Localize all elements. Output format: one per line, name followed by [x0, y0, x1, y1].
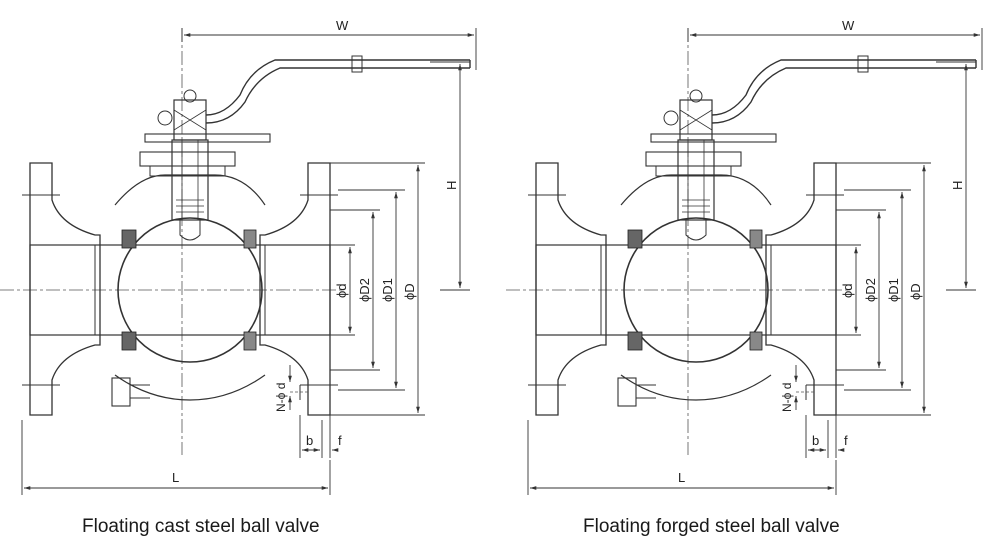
caption-cast: Floating cast steel ball valve — [82, 516, 320, 537]
label-d1: ϕD1 — [380, 278, 395, 302]
label-n-d: N-ϕ d — [780, 383, 794, 412]
label-d-bore: ϕd — [334, 283, 349, 298]
label-d-outer: ϕD — [402, 283, 417, 300]
label-l: L — [172, 470, 179, 485]
label-w: W — [336, 18, 349, 33]
label-b: b — [812, 433, 819, 448]
caption-forged: Floating forged steel ball valve — [583, 516, 840, 537]
diagram-forged: W H ϕD ϕD1 ϕD2 ϕd N-ϕ d b f L — [506, 18, 982, 495]
label-d-bore: ϕd — [840, 283, 855, 298]
label-d-outer: ϕD — [908, 283, 923, 300]
label-d2: ϕD2 — [863, 278, 878, 302]
label-n-d: N-ϕ d — [274, 383, 288, 412]
label-h: H — [950, 181, 965, 190]
label-d2: ϕD2 — [357, 278, 372, 302]
label-f: f — [338, 433, 342, 448]
label-h: H — [444, 181, 459, 190]
label-b: b — [306, 433, 313, 448]
label-f: f — [844, 433, 848, 448]
label-w: W — [842, 18, 855, 33]
label-l: L — [678, 470, 685, 485]
label-d1: ϕD1 — [886, 278, 901, 302]
diagram-cast: W H ϕD ϕD1 ϕD2 ϕd N-ϕ d b f L — [0, 18, 476, 495]
